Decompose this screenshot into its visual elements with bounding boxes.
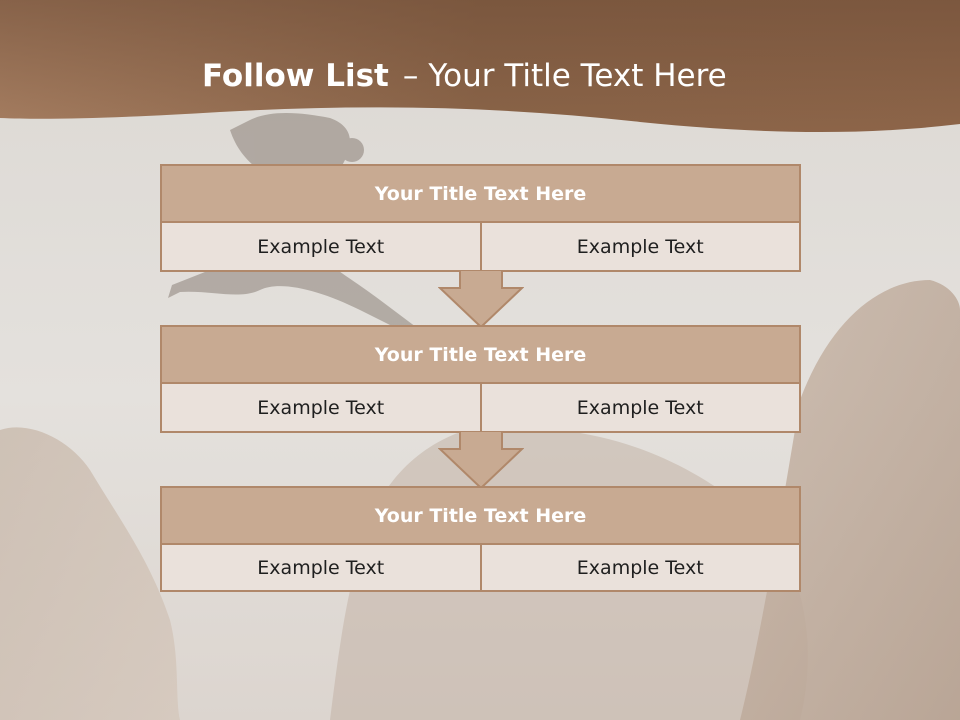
header-band — [0, 0, 960, 133]
block-row: Example Text Example Text — [162, 223, 799, 270]
list-block-3: Your Title Text Here Example Text Exampl… — [160, 486, 801, 592]
title-bold: Follow List — [202, 58, 389, 94]
list-block-2: Your Title Text Here Example Text Exampl… — [160, 325, 801, 433]
block-title: Your Title Text Here — [162, 488, 799, 545]
title-rest: Your Title Text Here — [428, 58, 727, 94]
title-dash: – — [402, 58, 419, 94]
block-title: Your Title Text Here — [162, 166, 799, 223]
block-cell-right: Example Text — [479, 545, 799, 590]
block-row: Example Text Example Text — [162, 384, 799, 431]
block-cell-right: Example Text — [479, 223, 799, 270]
block-row: Example Text Example Text — [162, 545, 799, 590]
block-title: Your Title Text Here — [162, 327, 799, 384]
block-cell-left: Example Text — [162, 545, 480, 590]
down-arrow-icon — [438, 270, 524, 328]
block-cell-left: Example Text — [162, 223, 480, 270]
block-cell-right: Example Text — [479, 384, 799, 431]
list-block-1: Your Title Text Here Example Text Exampl… — [160, 164, 801, 272]
block-cell-left: Example Text — [162, 384, 480, 431]
slide-title: Follow List–Your Title Text Here — [202, 56, 727, 96]
down-arrow-icon — [438, 431, 524, 489]
